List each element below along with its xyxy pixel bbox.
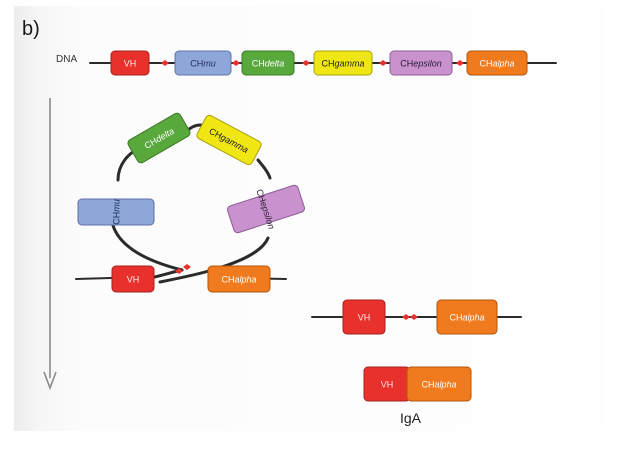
segment-epsilon-loop: CHepsilon: [227, 184, 305, 234]
segment-delta-top: CHdelta: [241, 50, 295, 76]
switch-region-recombined-1: [402, 314, 410, 320]
switch-region-top-5: [456, 60, 464, 66]
segment-vh-top-box: [110, 50, 150, 76]
segment-alpha-top-label-prefix: CH: [479, 59, 492, 69]
segment-epsilon-loop-box: [227, 184, 305, 234]
segment-gamma-loop-box: [196, 114, 262, 166]
segment-gamma-loop: CHgamma: [196, 114, 262, 166]
segment-delta-loop-box: [127, 112, 191, 164]
segment-epsilon-top-label: CHepsilon: [400, 59, 442, 69]
segment-alpha-loop-label-suffix: alpha: [234, 275, 256, 285]
segment-delta-loop: CHdelta: [127, 112, 191, 164]
switch-region-loop-2: [183, 264, 191, 270]
segment-vh-loop-label: VH: [127, 275, 140, 285]
segment-delta-top-label-suffix: delta: [265, 59, 285, 69]
segment-mu-loop-label: CHmu: [112, 199, 122, 225]
segment-alpha-loop-label-prefix: CH: [221, 275, 234, 285]
segment-alpha-product: CHalpha: [406, 366, 472, 402]
loop-curve-left-lower: [110, 220, 184, 272]
segment-mu-top-label: CHmu: [190, 59, 216, 69]
segment-gamma-top-box: [313, 50, 373, 76]
segment-alpha-top-label-suffix: alpha: [492, 59, 514, 69]
segment-vh-recombined: VH: [342, 299, 386, 335]
segment-mu-top: CHmu: [174, 50, 232, 76]
segment-alpha-product-box: [406, 366, 472, 402]
segment-vh-top-label: VH: [124, 59, 137, 69]
switch-region-top-3: [302, 60, 310, 66]
switch-region-top-4: [379, 60, 387, 66]
segment-alpha-loop-box: [207, 265, 271, 293]
segment-alpha-recombined: CHalpha: [436, 299, 498, 335]
segment-alpha-recombined-label-prefix: CH: [449, 313, 462, 323]
segment-gamma-top-label: CHgamma: [321, 59, 364, 69]
segment-alpha-product-label-suffix: alpha: [434, 380, 456, 390]
segment-epsilon-top-label-suffix: epsilon: [413, 59, 442, 69]
segment-mu-loop-box: [77, 198, 155, 226]
segment-vh-loop-box: [111, 265, 155, 293]
panel-label: b): [22, 18, 40, 40]
segment-vh-recombined-label-prefix: VH: [358, 313, 371, 323]
segment-vh-loop-label-prefix: VH: [127, 275, 140, 285]
loop-curve-right-lower: [210, 236, 270, 272]
loop-cross-right: [158, 268, 214, 284]
segment-mu-loop-label-suffix: mu: [112, 199, 122, 212]
segment-epsilon-top-box: [389, 50, 453, 76]
segment-alpha-loop: CHalpha: [207, 265, 271, 293]
iga-label: IgA: [400, 410, 422, 426]
segment-gamma-top: CHgamma: [313, 50, 373, 76]
segment-alpha-top-box: [466, 50, 528, 76]
segment-mu-top-box: [174, 50, 232, 76]
segment-alpha-recombined-label: CHalpha: [449, 313, 484, 323]
switch-region-loop-1: [175, 268, 183, 274]
loop-curve-right-upper: [256, 158, 272, 180]
segment-mu-loop-label-prefix: CH: [112, 212, 122, 225]
segment-delta-top-label: CHdelta: [252, 59, 285, 69]
switch-region-top-1: [161, 60, 169, 66]
segment-vh-top: VH: [110, 50, 150, 76]
segment-mu-loop: CHmu: [77, 198, 155, 226]
dna-label: DNA: [56, 54, 78, 65]
segment-mu-top-label-suffix: mu: [203, 59, 216, 69]
segment-epsilon-top: CHepsilon: [389, 50, 453, 76]
segment-vh-recombined-label: VH: [358, 313, 371, 323]
segment-vh-product-label-prefix: VH: [381, 380, 394, 390]
segment-vh-loop: VH: [111, 265, 155, 293]
segment-vh-top-label-prefix: VH: [124, 59, 137, 69]
segment-epsilon-top-label-prefix: CH: [400, 59, 413, 69]
segment-vh-recombined-box: [342, 299, 386, 335]
process-arrow-head: [43, 371, 57, 391]
segment-vh-product: VH: [363, 366, 411, 402]
segment-alpha-top-label: CHalpha: [479, 59, 514, 69]
switch-region-top-2: [232, 60, 240, 66]
segment-vh-product-label: VH: [381, 380, 394, 390]
segment-alpha-recombined-box: [436, 299, 498, 335]
segment-epsilon-loop-label-prefix: CH: [254, 188, 268, 203]
segment-alpha-product-label: CHalpha: [421, 380, 456, 390]
segment-alpha-top: CHalpha: [466, 50, 528, 76]
segment-gamma-top-label-suffix: gamma: [334, 59, 364, 69]
segment-alpha-loop-label: CHalpha: [221, 275, 256, 285]
segment-alpha-product-label-prefix: CH: [421, 380, 434, 390]
segment-alpha-recombined-label-suffix: alpha: [462, 313, 484, 323]
segment-delta-top-box: [241, 50, 295, 76]
switch-region-recombined-2: [410, 314, 418, 320]
segment-mu-top-label-prefix: CH: [190, 59, 203, 69]
segment-gamma-top-label-prefix: CH: [321, 59, 334, 69]
segment-delta-top-label-prefix: CH: [252, 59, 265, 69]
